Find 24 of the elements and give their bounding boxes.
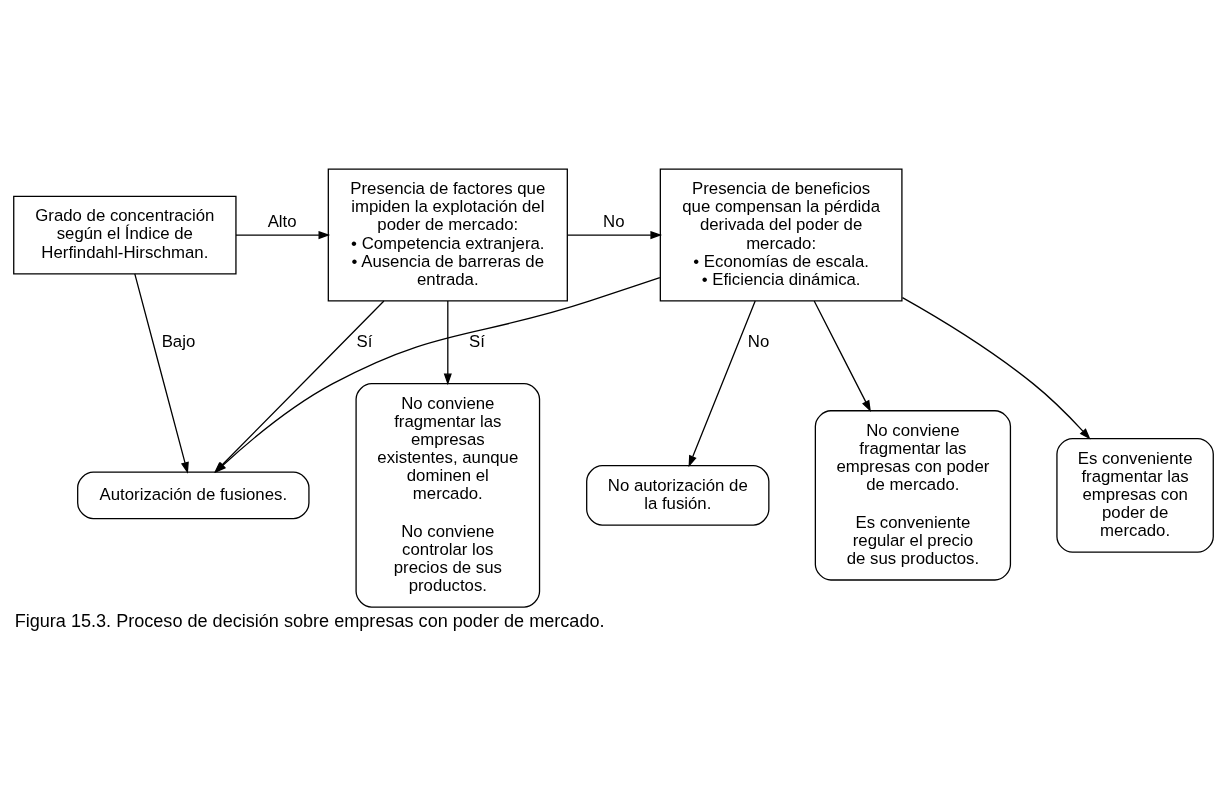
edge-label: Bajo bbox=[161, 331, 196, 351]
edge-label: Sí bbox=[468, 331, 485, 351]
arrow bbox=[235, 231, 331, 240]
arrow bbox=[813, 300, 871, 413]
node-box: No conviene fragmentar las empresas existentes, aunque dominen el mercado. No conviene controlar los precios de sus productos. bbox=[355, 382, 541, 608]
caption: Figura 15.3. Proceso de decisión sobre empresas con poder de mercado. bbox=[14, 610, 605, 631]
node-box: Presencia de beneficios que compensan la pérdida derivada del poder de mercado: • Economías de escala. • Eficiencia dinámica. bbox=[659, 168, 903, 302]
node-box: No conviene fragmentar las empresas con poder de mercado. Es conveniente regular el precio de sus productos. bbox=[814, 410, 1012, 581]
node-box: Grado de concentración según el Índice de Herfindahl-Hirschman. bbox=[13, 195, 237, 275]
node-box: Es conveniente fragmentar las empresas con poder de mercado. bbox=[1056, 437, 1214, 553]
arrow bbox=[567, 231, 663, 240]
node-box: Autorización de fusiones. bbox=[77, 471, 310, 520]
arrow bbox=[134, 273, 189, 474]
arrow bbox=[901, 297, 1091, 440]
edge-label: No bbox=[603, 211, 625, 231]
node-box: Presencia de factores que impiden la explotación del poder de mercado: • Competencia extranjera. • Ausencia de barreras de entrada. bbox=[327, 168, 568, 302]
arrow bbox=[214, 300, 385, 474]
node-box: No autorización de la fusión. bbox=[586, 465, 770, 526]
edge-label: Alto bbox=[267, 211, 297, 231]
arrow bbox=[688, 300, 756, 468]
edge-label: Sí bbox=[356, 331, 373, 351]
edge-label: No bbox=[747, 331, 770, 351]
arrow bbox=[214, 276, 661, 473]
arrow bbox=[443, 300, 452, 386]
